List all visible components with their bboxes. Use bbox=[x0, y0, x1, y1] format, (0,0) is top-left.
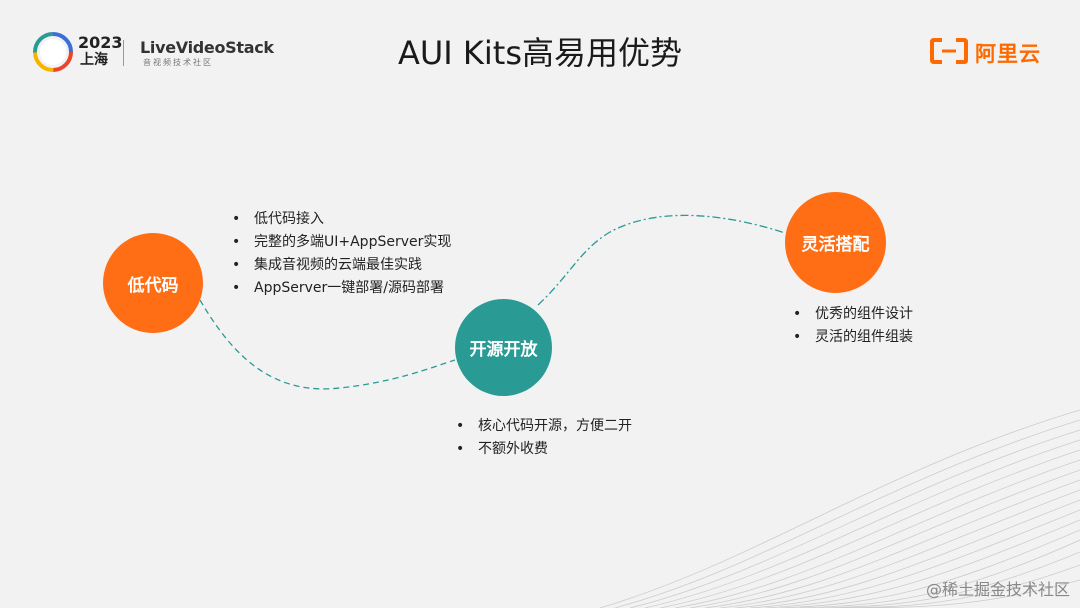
node-low-code: 低代码 bbox=[103, 233, 203, 333]
list-item: 优秀的组件设计 bbox=[793, 303, 913, 326]
community-subtitle: 音视频技术社区 bbox=[143, 58, 213, 67]
node-open-source-label: 开源开放 bbox=[469, 340, 538, 360]
list-item: AppServer一键部署/源码部署 bbox=[232, 277, 451, 300]
wave-decoration bbox=[599, 409, 1080, 608]
conference-city: 上海 bbox=[80, 52, 108, 68]
node-low-code-label: 低代码 bbox=[127, 275, 179, 296]
list-item: 集成音视频的云端最佳实践 bbox=[232, 254, 451, 277]
watermark: @稀土掘金技术社区 bbox=[925, 580, 1070, 599]
community-name: LiveVideoStack bbox=[140, 38, 274, 57]
connector-open-to-flex bbox=[537, 214, 786, 306]
slide-title: AUI Kits高易用优势 bbox=[397, 34, 683, 72]
list-item: 灵活的组件组装 bbox=[793, 326, 913, 349]
conference-logo-icon bbox=[33, 32, 73, 72]
brand-name: 阿里云 bbox=[975, 42, 1041, 66]
header-divider bbox=[123, 40, 124, 66]
open-source-points: 核心代码开源，方便二开 不额外收费 bbox=[456, 415, 632, 461]
list-item: 核心代码开源，方便二开 bbox=[456, 415, 632, 438]
list-item: 不额外收费 bbox=[456, 438, 632, 461]
aliyun-logo-icon bbox=[930, 38, 968, 64]
list-item: 低代码接入 bbox=[232, 208, 451, 231]
flexible-points: 优秀的组件设计 灵活的组件组装 bbox=[793, 303, 913, 349]
node-flexible-label: 灵活搭配 bbox=[801, 235, 870, 255]
list-item: 完整的多端UI+AppServer实现 bbox=[232, 231, 451, 254]
node-flexible: 灵活搭配 bbox=[785, 192, 886, 293]
low-code-points: 低代码接入 完整的多端UI+AppServer实现 集成音视频的云端最佳实践 A… bbox=[232, 208, 451, 300]
conference-year: 2023 bbox=[78, 33, 123, 52]
node-open-source: 开源开放 bbox=[455, 299, 552, 396]
connector-low-to-open bbox=[199, 299, 456, 390]
